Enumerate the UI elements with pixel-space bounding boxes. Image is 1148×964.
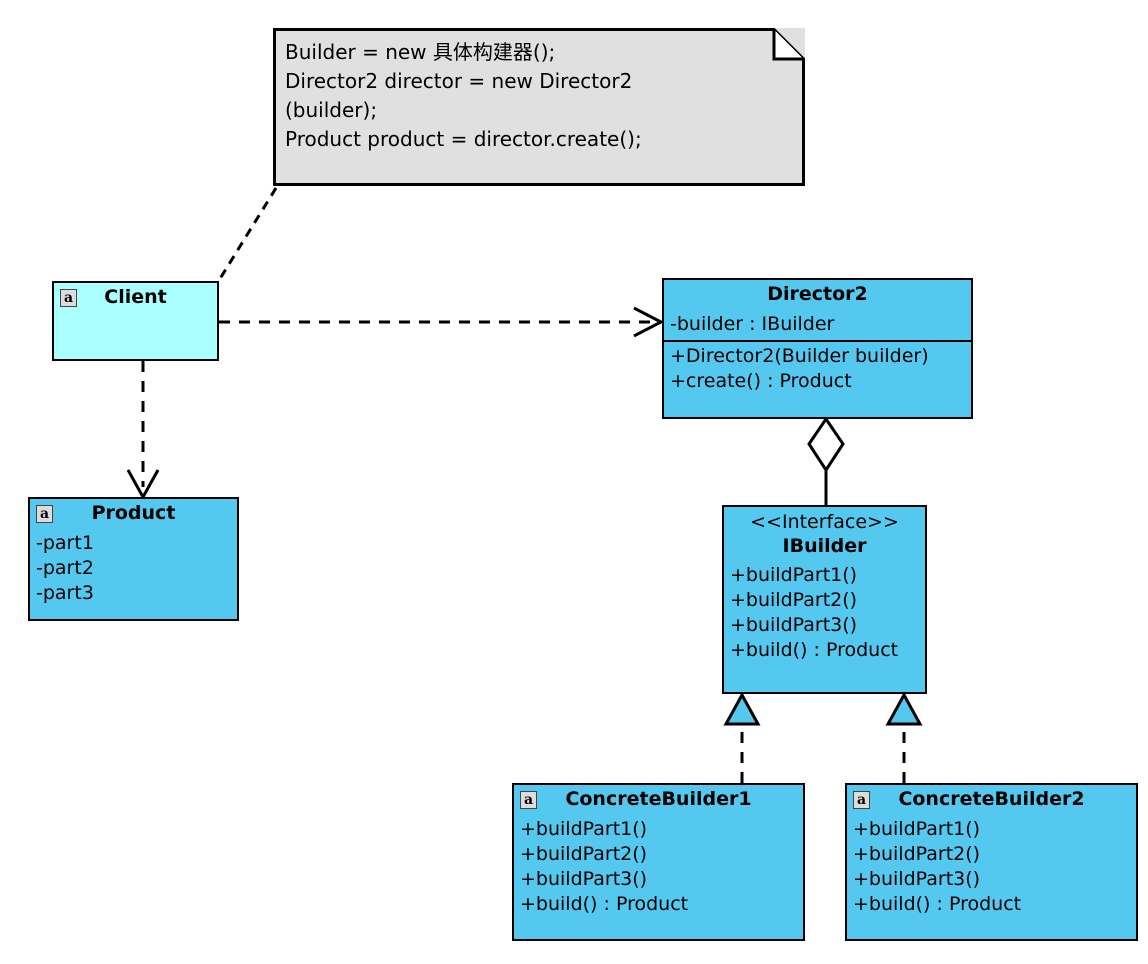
class-box-concrete-builder1[interactable]: a ConcreteBuilder1 +buildPart1() +buildP… xyxy=(512,783,805,941)
class-title-director2: Director2 xyxy=(664,280,971,310)
class-box-product[interactable]: a Product -part1 -part2 -part3 xyxy=(28,497,239,621)
class-members-client xyxy=(54,313,217,359)
class-member: +buildPart3() xyxy=(730,614,858,636)
class-name-concrete-builder1: ConcreteBuilder1 xyxy=(565,788,752,810)
class-member: +build() : Product xyxy=(730,639,899,661)
class-member: +buildPart2() xyxy=(730,589,858,611)
closed-triangle-icon-cb2 xyxy=(885,691,923,726)
arrowhead-open-client-product xyxy=(126,469,160,501)
class-badge-icon: a xyxy=(60,289,77,307)
class-name-ibuilder: IBuilder xyxy=(782,535,867,557)
class-name-product: Product xyxy=(91,502,176,524)
class-title-ibuilder: <<Interface>> IBuilder xyxy=(724,507,925,561)
class-name-client: Client xyxy=(104,286,167,308)
class-member: +create() : Product xyxy=(670,370,852,392)
closed-triangle-icon-cb1 xyxy=(723,691,761,726)
class-member: +buildPart2() xyxy=(853,843,981,865)
class-badge-icon: a xyxy=(853,791,870,809)
note-text: Builder = new 具体构建器(); Director2 directo… xyxy=(285,40,642,151)
class-member: +buildPart2() xyxy=(520,843,648,865)
class-member: -builder : IBuilder xyxy=(670,313,835,335)
class-badge-icon: a xyxy=(520,791,537,809)
class-member: +Director2(Builder builder) xyxy=(670,345,929,367)
class-member: -part3 xyxy=(36,582,94,604)
class-member: +buildPart1() xyxy=(853,818,981,840)
class-title-concrete-builder1: a ConcreteBuilder1 xyxy=(514,785,803,815)
note-folded-corner-icon xyxy=(273,28,805,186)
arrowhead-open-client-director2 xyxy=(633,306,665,338)
note-box: Builder = new 具体构建器(); Director2 directo… xyxy=(273,28,805,186)
class-title-concrete-builder2: a ConcreteBuilder2 xyxy=(847,785,1136,815)
class-methods-concrete-builder2: +buildPart1() +buildPart2() +buildPart3(… xyxy=(847,815,1136,939)
hollow-diamond-icon xyxy=(807,416,845,473)
class-attributes-director2: -builder : IBuilder xyxy=(664,310,971,340)
class-box-ibuilder[interactable]: <<Interface>> IBuilder +buildPart1() +bu… xyxy=(722,505,927,694)
class-stereotype-ibuilder: <<Interface>> xyxy=(750,511,899,533)
class-name-concrete-builder2: ConcreteBuilder2 xyxy=(898,788,1085,810)
class-badge-icon: a xyxy=(36,505,53,523)
class-title-client: a Client xyxy=(54,283,217,313)
class-member: +buildPart3() xyxy=(853,868,981,890)
class-member: +buildPart3() xyxy=(520,868,648,890)
edge-note-anchor xyxy=(216,187,278,283)
class-member: -part2 xyxy=(36,557,94,579)
class-title-product: a Product xyxy=(30,499,237,529)
class-methods-director2: +Director2(Builder builder) +create() : … xyxy=(664,340,971,417)
class-member: +buildPart1() xyxy=(730,564,858,586)
class-member: +build() : Product xyxy=(853,893,1022,915)
class-methods-concrete-builder1: +buildPart1() +buildPart2() +buildPart3(… xyxy=(514,815,803,939)
class-methods-ibuilder: +buildPart1() +buildPart2() +buildPart3(… xyxy=(724,561,925,692)
class-box-director2[interactable]: Director2 -builder : IBuilder +Director2… xyxy=(662,278,973,419)
class-box-concrete-builder2[interactable]: a ConcreteBuilder2 +buildPart1() +buildP… xyxy=(845,783,1138,941)
class-name-director2: Director2 xyxy=(767,283,868,305)
class-attributes-product: -part1 -part2 -part3 xyxy=(30,529,237,619)
class-box-client[interactable]: a Client xyxy=(52,281,219,361)
class-member: +build() : Product xyxy=(520,893,689,915)
class-member: -part1 xyxy=(36,532,94,554)
class-member: +buildPart1() xyxy=(520,818,648,840)
